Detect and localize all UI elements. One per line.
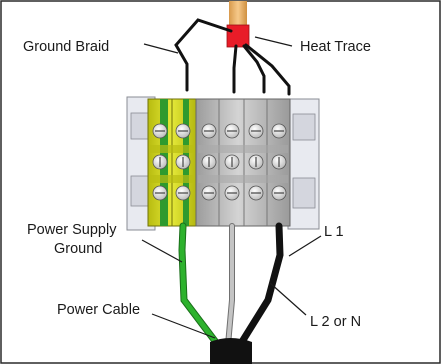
leader-l2-or-n xyxy=(269,282,307,316)
power-cable-jacket xyxy=(210,338,252,364)
label-heat-trace: Heat Trace xyxy=(300,39,371,55)
heat-trace-wire-center xyxy=(232,44,238,94)
leader-power-supply-ground xyxy=(141,239,183,263)
terminal-screws xyxy=(152,123,287,201)
leader-lines xyxy=(141,36,322,339)
heat-trace-cable xyxy=(226,1,250,48)
leader-heat-trace xyxy=(254,36,293,47)
screw-slots xyxy=(155,130,284,194)
label-ground-braid: Ground Braid xyxy=(23,39,109,55)
label-power-supply-ground-line2: Ground xyxy=(54,241,102,257)
heat-trace-wire-right2 xyxy=(244,43,291,96)
right-end-bracket xyxy=(287,98,320,230)
label-power-cable: Power Cable xyxy=(57,302,140,318)
heat-trace-sleeve xyxy=(226,24,250,48)
power-cable-wires xyxy=(178,222,284,349)
label-l2-or-n: L 2 or N xyxy=(310,314,361,330)
heat-trace-wires xyxy=(174,18,291,96)
leader-ground-braid xyxy=(143,43,179,54)
leader-power-cable xyxy=(151,313,216,339)
label-power-supply-ground-line1: Power Supply xyxy=(27,222,117,238)
label-l1: L 1 xyxy=(324,224,344,240)
leader-l1 xyxy=(288,235,322,257)
heat-trace-wire-right xyxy=(242,44,266,94)
labels: Ground Braid Heat Trace Power Supply Gro… xyxy=(23,39,371,330)
ground-braid-wire xyxy=(174,18,233,92)
l1-wire-black xyxy=(236,222,284,349)
